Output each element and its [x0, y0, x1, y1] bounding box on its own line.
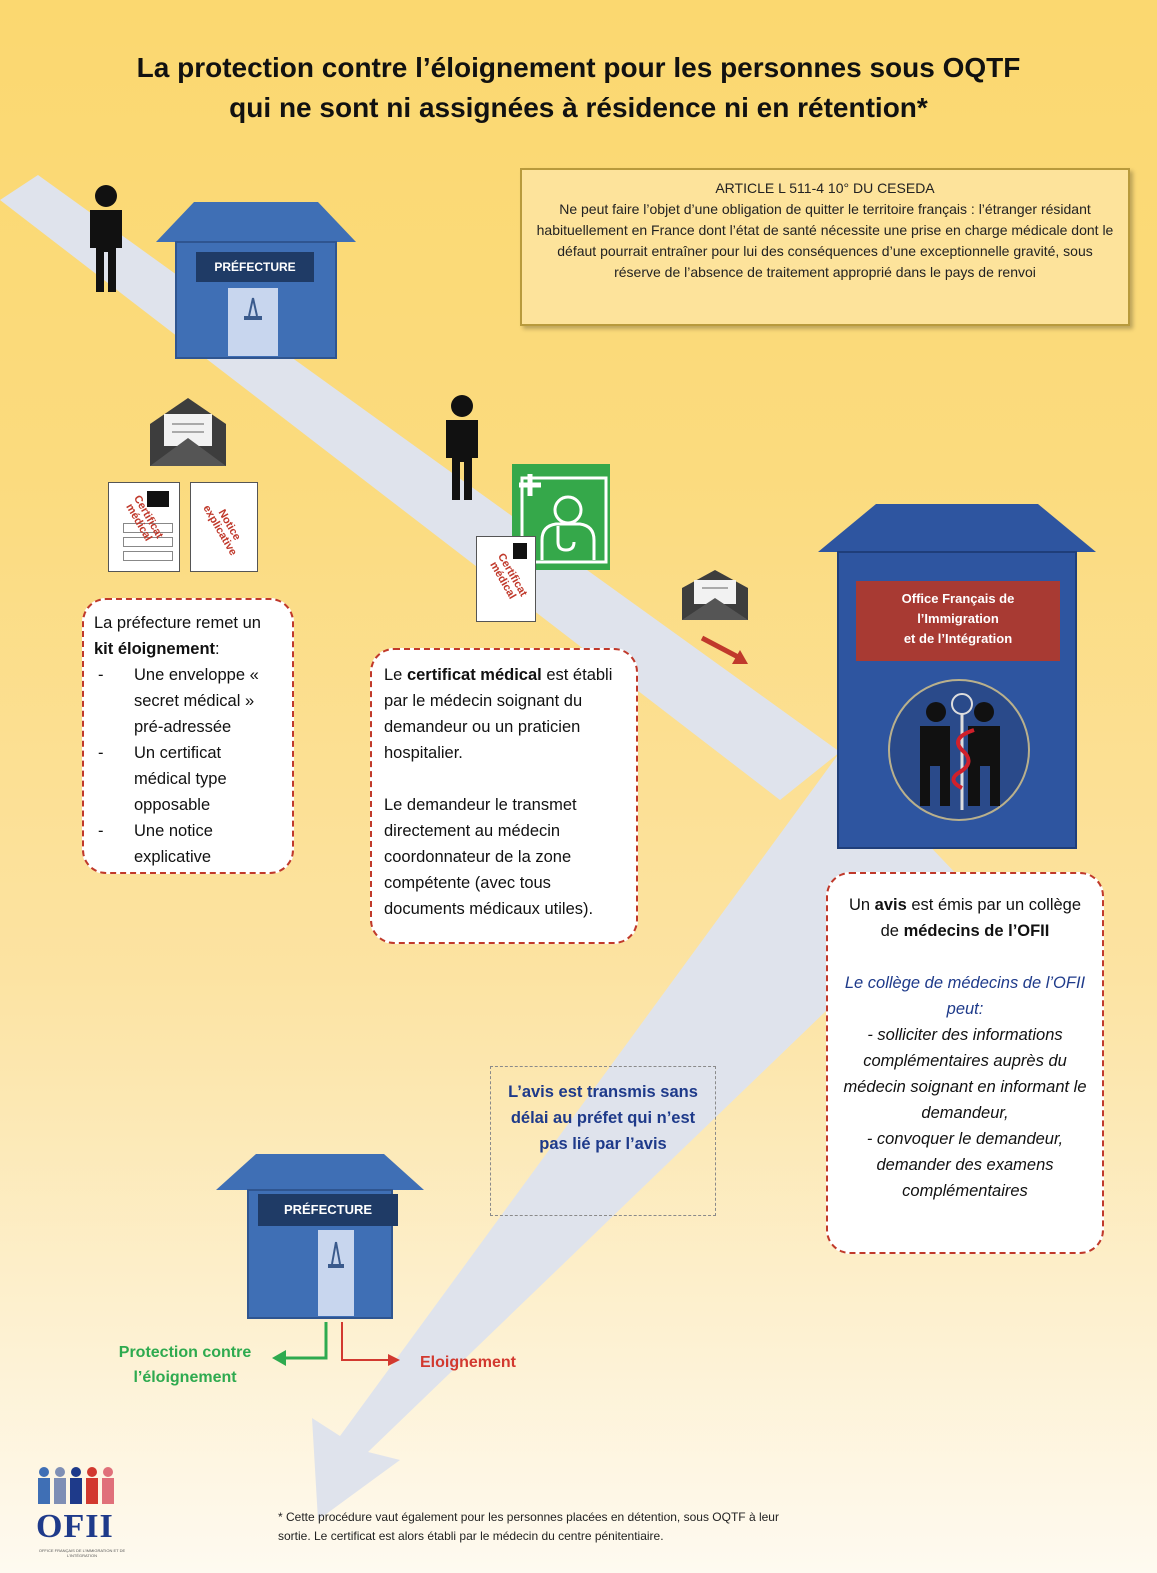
person-icon	[90, 185, 122, 292]
outcome-arrows	[272, 1322, 400, 1366]
college-item: - convoquer le demandeur, demander des e…	[866, 1130, 1064, 1200]
notice-document-icon: Notice explicative	[190, 482, 258, 572]
avis-text: Un avis est émis par un collège de médec…	[848, 896, 1082, 940]
article-heading: ARTICLE L 511-4 10° DU CESEDA	[715, 180, 935, 196]
red-arrow-icon	[700, 635, 748, 664]
kit-list: Une enveloppe « secret médical » pré-adr…	[94, 662, 282, 870]
ofii-logo-people-icon	[38, 1467, 114, 1504]
certificat-document-icon: Certificat médical	[476, 536, 536, 622]
prefecture-label: PRÉFECTURE	[196, 252, 314, 282]
list-item: Une enveloppe « secret médical » pré-adr…	[94, 662, 282, 740]
notice-stamp: Notice explicative	[200, 503, 243, 558]
certificat-stamp: Certificat médical	[487, 551, 530, 602]
college-title: Le collège de médecins de l’OFII peut:	[844, 974, 1086, 1018]
title-line-2: qui ne sont ni assignées à résidence ni …	[229, 92, 928, 123]
ofii-building-label: Office Français de l’Immigration et de l…	[856, 581, 1060, 661]
avis-transmis-box: L’avis est transmis sans délai au préfet…	[490, 1066, 716, 1216]
certificat-document-icon: Certificat médical	[108, 482, 180, 572]
title-line-1: La protection contre l’éloignement pour …	[136, 52, 1021, 83]
article-text: Ne peut faire l’objet d’une obligation d…	[536, 201, 1114, 280]
prefecture-label: PRÉFECTURE	[258, 1194, 398, 1226]
page-title: La protection contre l’éloignement pour …	[40, 48, 1117, 128]
envelope-icon	[682, 570, 748, 620]
prefecture-building-bottom: PRÉFECTURE	[214, 1150, 426, 1320]
prefecture-building-top: PRÉFECTURE	[154, 198, 358, 360]
list-item: Une notice explicative	[94, 818, 282, 870]
avis-ofii-box: Un avis est émis par un collège de médec…	[826, 872, 1104, 1254]
footnote: * Cette procédure vaut également pour le…	[278, 1510, 779, 1543]
certificat-medical-box: Le certificat médical est établi par le …	[370, 648, 638, 944]
kit-intro: La préfecture remet un kit éloignement:	[94, 614, 261, 658]
article-box: ARTICLE L 511-4 10° DU CESEDA Ne peut fa…	[520, 168, 1130, 326]
person-icon	[446, 395, 478, 500]
certificat-paragraph-1: Le certificat médical est établi par le …	[384, 666, 613, 762]
outcome-eloignement: Eloignement	[420, 1354, 517, 1371]
ofii-building-icon	[818, 504, 1096, 849]
list-item: Un certificat médical type opposable	[94, 740, 282, 818]
kit-eloignement-box: La préfecture remet un kit éloignement: …	[82, 598, 294, 874]
prefecture-house-icon	[156, 202, 356, 359]
certificat-paragraph-2: Le demandeur le transmet directement au …	[384, 796, 594, 918]
ofii-logo-subtitle: OFFICE FRANÇAIS DE L’IMMIGRATION ET DE L…	[38, 1548, 126, 1558]
prefecture-house-icon	[216, 1154, 424, 1319]
envelope-icon	[150, 398, 226, 466]
ofii-logo-text: OFII	[36, 1508, 114, 1545]
outcome-protection: Protection contre l’éloignement	[118, 1344, 252, 1386]
college-item: - solliciter des informations complément…	[843, 1026, 1087, 1122]
